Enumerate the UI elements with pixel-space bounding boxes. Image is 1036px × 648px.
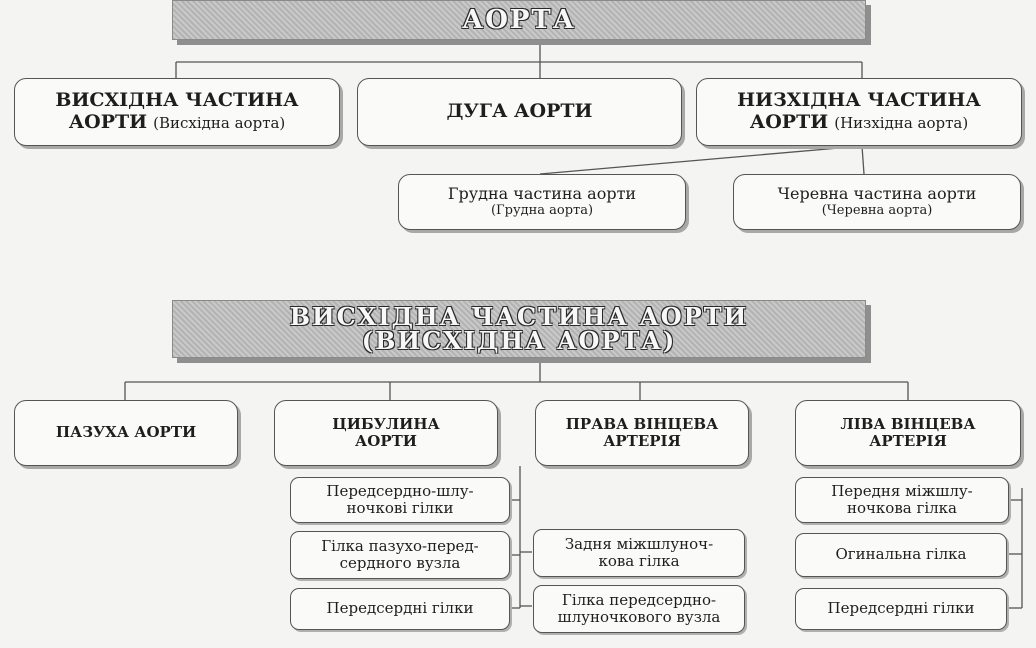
ascending-aorta-title-1: ВИСХІДНА ЧАСТИНА (55, 89, 299, 112)
aortic-bulb-box: ЦИБУЛИНА АОРТИ (274, 400, 498, 466)
ascending-aorta-title-2: АОРТИ (68, 111, 148, 133)
posterior-interventricular-branch-box: Задня міжшлуноч- кова гілка (533, 529, 745, 577)
sinoatrial-node-branch-2: сердного вузла (339, 554, 461, 572)
circumflex-branch-box: Огинальна гілка (795, 533, 1007, 577)
anterior-interventricular-branch-2: ночкова гілка (846, 499, 957, 517)
thoracic-aorta-alt: (Грудна аорта) (490, 202, 594, 218)
anterior-interventricular-branch-box: Передня міжшлу- ночкова гілка (795, 477, 1009, 523)
aortic-bulb-title-2: АОРТИ (355, 432, 417, 450)
thoracic-aorta-box: Грудна частина аорти (Грудна аорта) (398, 174, 686, 230)
right-coronary-artery-box: ПРАВА ВІНЦЕВА АРТЕРІЯ (535, 400, 749, 466)
descending-aorta-title-2: АОРТИ (749, 111, 829, 133)
aortic-sinus-box: ПАЗУХА АОРТИ (14, 400, 238, 466)
aortic-arch-box: ДУГА АОРТИ (357, 78, 682, 146)
abdominal-aorta-alt: (Черевна аорта) (821, 202, 933, 218)
atrioventricular-branches-1: Передсердно-шлу- (326, 481, 474, 500)
right-coronary-title-1: ПРАВА ВІНЦЕВА (565, 414, 719, 433)
atrioventricular-branches-box: Передсердно-шлу- ночкові гілки (290, 477, 510, 523)
descending-aorta-title-1: НИЗХІДНА ЧАСТИНА (737, 89, 981, 112)
posterior-interventricular-branch-1: Задня міжшлуноч- (564, 534, 714, 553)
aortic-bulb-title-1: ЦИБУЛИНА (332, 414, 440, 433)
thoracic-aorta-title: Грудна частина аорти (447, 184, 637, 204)
right-atrial-branches-box: Передсердні гілки (290, 588, 510, 630)
left-atrial-branches: Передсердні гілки (827, 599, 975, 618)
right-coronary-title-2: АРТЕРІЯ (603, 432, 681, 450)
circumflex-branch: Огинальна гілка (835, 545, 967, 564)
av-node-branch-2: шлуночкового вузла (557, 608, 721, 626)
abdominal-aorta-box: Черевна частина аорти (Черевна аорта) (733, 174, 1021, 230)
left-atrial-branches-box: Передсердні гілки (795, 588, 1007, 630)
left-coronary-title-1: ЛІВА ВІНЦЕВА (840, 414, 976, 433)
anterior-interventricular-branch-1: Передня міжшлу- (831, 481, 973, 500)
atrioventricular-branches-2: ночкові гілки (346, 499, 454, 517)
av-node-branch-box: Гілка передсердно- шлуночкового вузла (533, 585, 745, 633)
aorta-banner: АОРТА (172, 0, 866, 40)
abdominal-aorta-title: Черевна частина аорти (777, 184, 977, 204)
av-node-branch-1: Гілка передсердно- (561, 590, 717, 609)
aortic-arch-title: ДУГА АОРТИ (446, 100, 593, 123)
aortic-sinus-title: ПАЗУХА АОРТИ (55, 423, 197, 442)
left-coronary-title-2: АРТЕРІЯ (869, 432, 947, 450)
ascending-aorta-alt: (Висхідна аорта) (153, 114, 286, 132)
ascending-aorta-box: ВИСХІДНА ЧАСТИНА АОРТИ (Висхідна аорта) (14, 78, 340, 146)
descending-aorta-alt: (Низхідна аорта) (834, 114, 969, 132)
ascending-aorta-banner: ВИСХІДНА ЧАСТИНА АОРТИ (ВИСХІДНА АОРТА) (172, 300, 866, 358)
sinoatrial-node-branch-1: Гілка пазухо-перед- (321, 536, 479, 555)
right-atrial-branches: Передсердні гілки (326, 599, 474, 618)
sinoatrial-node-branch-box: Гілка пазухо-перед- сердного вузла (290, 531, 510, 579)
ascending-aorta-banner-title-2: (ВИСХІДНА АОРТА) (361, 326, 677, 355)
posterior-interventricular-branch-2: кова гілка (598, 552, 680, 570)
left-coronary-artery-box: ЛІВА ВІНЦЕВА АРТЕРІЯ (795, 400, 1021, 466)
aorta-title: АОРТА (462, 5, 576, 35)
descending-aorta-box: НИЗХІДНА ЧАСТИНА АОРТИ (Низхідна аорта) (696, 78, 1022, 146)
ascending-aorta-banner-title-1: ВИСХІДНА ЧАСТИНА АОРТИ (289, 302, 749, 331)
